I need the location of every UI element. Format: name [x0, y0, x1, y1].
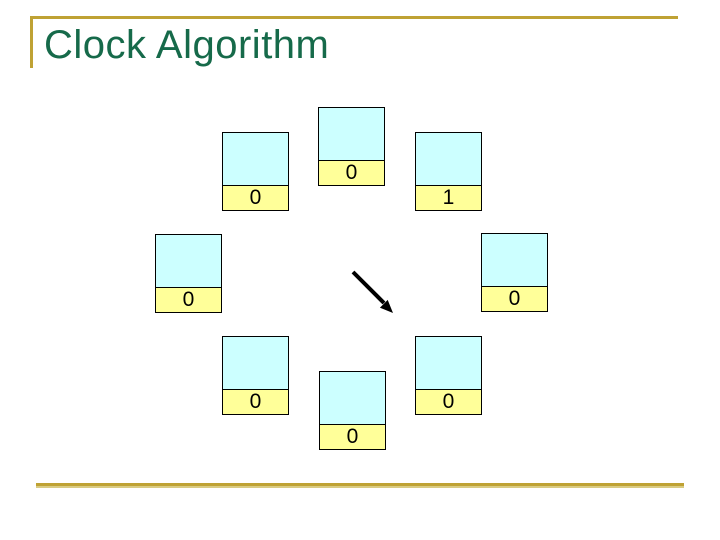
frame-body	[416, 133, 481, 185]
frame-body	[482, 234, 547, 286]
page-frame-bottom-right: 0	[415, 336, 482, 415]
page-title: Clock Algorithm	[44, 23, 330, 67]
title-accent-bar	[30, 16, 33, 68]
ref-bit-label: 0	[223, 185, 288, 210]
ref-bit-label: 0	[320, 424, 385, 449]
frame-body	[156, 235, 221, 287]
page-frame-bottom-left: 0	[222, 336, 289, 415]
ref-bit-label: 0	[482, 286, 547, 311]
page-frame-left: 0	[155, 234, 222, 313]
ref-bit-label: 0	[223, 389, 288, 414]
top-rule	[30, 16, 678, 19]
clock-hand-arrow	[351, 270, 393, 313]
page-frame-right: 0	[481, 233, 548, 312]
page-frame-top-right: 1	[415, 132, 482, 211]
frame-body	[319, 108, 384, 160]
ref-bit-label: 0	[319, 160, 384, 185]
page-frame-bottom-center: 0	[319, 371, 386, 450]
ref-bit-label: 1	[416, 185, 481, 210]
page-frame-top-left: 0	[222, 132, 289, 211]
frame-body	[223, 133, 288, 185]
ref-bit-label: 0	[416, 389, 481, 414]
ref-bit-label: 0	[156, 287, 221, 312]
bottom-rule	[36, 483, 684, 488]
frame-body	[320, 372, 385, 424]
frame-body	[223, 337, 288, 389]
page-frame-top-center: 0	[318, 107, 385, 186]
frame-body	[416, 337, 481, 389]
